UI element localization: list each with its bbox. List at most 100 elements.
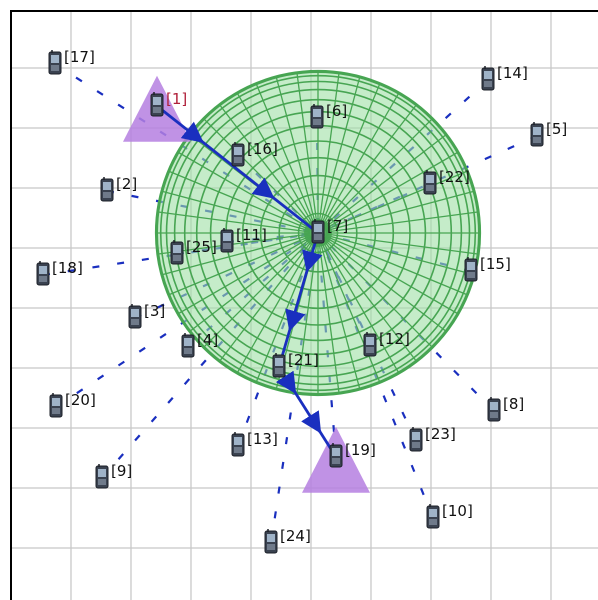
mobile-phone-icon: [181, 333, 195, 358]
sphere-meridian: [255, 83, 316, 226]
mobile-phone-icon: [231, 432, 245, 457]
node-label: [22]: [439, 168, 470, 186]
node-label: [5]: [546, 120, 567, 138]
node-label: [13]: [247, 430, 278, 448]
node-3[interactable]: [3]: [128, 302, 165, 329]
node-label: [11]: [236, 226, 267, 244]
sphere-meridian: [168, 235, 311, 296]
route-arrow: [251, 177, 275, 199]
node-label: [3]: [144, 302, 165, 320]
sphere-meridian: [161, 234, 311, 276]
dashed-link-20: [55, 232, 319, 408]
node-21[interactable]: [21]: [272, 351, 319, 378]
mobile-phone-icon: [329, 443, 343, 468]
node-5[interactable]: [5]: [530, 120, 567, 147]
node-1[interactable]: [1]: [150, 90, 187, 117]
node-label: [25]: [186, 238, 217, 256]
route-arrow: [180, 121, 204, 143]
nodes: [1] [2] [3] [4] [5] [6] [7] [8] [9] [10] [11] [12] […: [36, 48, 567, 554]
node-label: [20]: [65, 391, 96, 409]
dashed-link-9: [101, 232, 319, 479]
mobile-phone-icon: [311, 219, 325, 244]
sphere-meridian: [202, 238, 313, 349]
mobile-phone-icon: [530, 122, 544, 147]
route-path: [156, 104, 338, 458]
route-arrow: [285, 308, 306, 332]
node-label: [15]: [480, 255, 511, 273]
node-23[interactable]: [23]: [409, 425, 456, 452]
sphere-meridian: [236, 239, 315, 374]
mobile-phone-icon: [310, 104, 324, 129]
node-label: [12]: [379, 330, 410, 348]
node-label: [19]: [345, 441, 376, 459]
node-label: [23]: [425, 425, 456, 443]
mobile-phone-icon: [272, 353, 286, 378]
sphere-meridian: [236, 92, 315, 227]
sphere-meridian: [324, 236, 459, 315]
node-22[interactable]: [22]: [423, 168, 470, 195]
node-label: [18]: [52, 259, 83, 277]
node-label: [10]: [442, 502, 473, 520]
sphere-meridian: [318, 72, 340, 226]
mobile-phone-icon: [170, 240, 184, 265]
sphere-meridian: [319, 240, 361, 390]
sphere-meridian: [322, 104, 418, 228]
node-18[interactable]: [18]: [36, 259, 83, 286]
mobile-phone-icon: [363, 332, 377, 357]
mobile-phone-icon: [36, 261, 50, 286]
node-8[interactable]: [8]: [487, 395, 524, 422]
sphere-meridian: [325, 234, 475, 276]
mobile-phone-icon: [95, 464, 109, 489]
node-label: [7]: [327, 217, 348, 235]
node-17[interactable]: [17]: [48, 48, 95, 75]
node-14[interactable]: [14]: [481, 64, 528, 91]
node-2[interactable]: [2]: [100, 175, 137, 202]
sphere-meridian: [323, 117, 434, 228]
mobile-phone-icon: [49, 393, 63, 418]
node-10[interactable]: [10]: [426, 502, 473, 529]
mobile-phone-icon: [264, 529, 278, 554]
mobile-phone-icon: [128, 304, 142, 329]
route-arrow: [302, 249, 323, 273]
node-16[interactable]: [16]: [231, 140, 278, 167]
node-label: [4]: [197, 331, 218, 349]
node-6[interactable]: [6]: [310, 102, 347, 129]
sphere-meridian: [189, 237, 313, 333]
mobile-phone-icon: [100, 177, 114, 202]
node-4[interactable]: [4]: [181, 331, 218, 358]
sphere-meridian: [325, 211, 479, 233]
sphere-meridian: [323, 238, 434, 349]
node-15[interactable]: [15]: [464, 255, 511, 282]
sphere-meridian: [157, 211, 311, 233]
node-label: [24]: [280, 527, 311, 545]
node-label: [17]: [64, 48, 95, 66]
sphere-meridian: [296, 72, 318, 226]
sphere-meridian: [323, 237, 447, 333]
node-11[interactable]: [11]: [220, 226, 267, 253]
sphere-meridian: [321, 92, 400, 227]
mobile-phone-icon: [426, 504, 440, 529]
node-19[interactable]: [19]: [329, 441, 376, 468]
mobile-phone-icon: [423, 170, 437, 195]
sphere-meridian: [324, 151, 459, 230]
sphere-meridian: [319, 76, 361, 226]
node-label: [21]: [288, 351, 319, 369]
node-label: [6]: [326, 102, 347, 120]
node-label: [16]: [247, 140, 278, 158]
node-24[interactable]: [24]: [264, 527, 311, 554]
sphere-meridian: [325, 190, 475, 232]
mobile-phone-icon: [150, 92, 164, 117]
sphere-meridian: [218, 238, 314, 362]
node-9[interactable]: [9]: [95, 462, 132, 489]
mobile-phone-icon: [220, 228, 234, 253]
route-arrow: [301, 410, 322, 434]
node-12[interactable]: [12]: [363, 330, 410, 357]
sphere-meridian: [325, 170, 468, 231]
node-13[interactable]: [13]: [231, 430, 278, 457]
sphere-meridian: [202, 117, 313, 228]
node-25[interactable]: [25]: [170, 238, 217, 265]
node-7[interactable]: [7]: [311, 217, 348, 244]
node-20[interactable]: [20]: [49, 391, 96, 418]
node-label: [2]: [116, 175, 137, 193]
